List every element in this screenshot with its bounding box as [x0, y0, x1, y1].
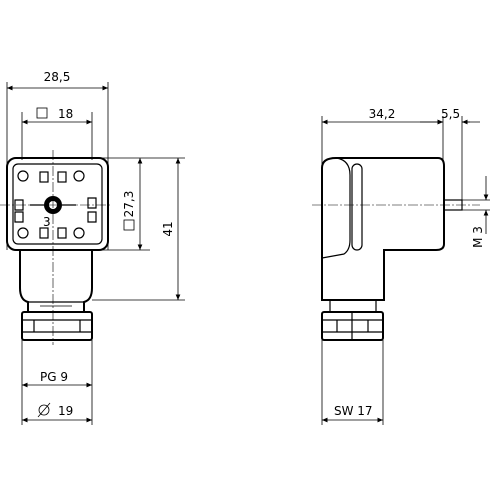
connector-neck	[19, 250, 93, 312]
side-view: 34,2 5,5	[312, 107, 490, 425]
connector-housing	[6, 157, 109, 251]
dim-screw-thread: M 3	[462, 176, 490, 248]
dim-cable-diameter: 19	[22, 402, 92, 423]
side-gland-nut	[321, 311, 384, 341]
square-symbol	[36, 107, 48, 119]
dim-label-square-width: 18	[58, 107, 73, 121]
front-view: 28,5 18 3	[0, 70, 185, 425]
dim-label-cable-diameter: 19	[58, 404, 73, 418]
side-housing-curve	[321, 157, 351, 259]
dim-label-thread: PG 9	[40, 370, 68, 384]
dim-thread: PG 9	[22, 370, 92, 388]
dim-label-screw-projection: 5,5	[441, 107, 460, 121]
dim-square-width: 18	[22, 107, 92, 125]
dim-overall-width: 28,5	[7, 70, 108, 91]
pin-number-label: 3	[43, 215, 51, 229]
dim-label-overall-width: 28,5	[44, 70, 71, 84]
dim-label-screw-thread: M 3	[471, 226, 485, 248]
square-symbol-2	[123, 219, 135, 231]
diameter-symbol	[38, 404, 50, 416]
pin-contacts: 3	[14, 170, 97, 239]
dim-label-square-height: 27,3	[122, 191, 136, 218]
side-label-window	[351, 163, 363, 251]
dim-label-depth: 34,2	[369, 107, 396, 121]
cable-gland-nut	[21, 305, 93, 341]
dim-label-overall-height: 41	[161, 221, 175, 236]
side-housing	[321, 157, 445, 301]
dim-screw-projection: 5,5	[420, 107, 480, 125]
dim-label-wrench-size: SW 17	[334, 404, 373, 418]
connector-inner-frame	[12, 163, 103, 245]
dim-square-height: 27,3	[122, 158, 143, 250]
dim-overall-height: 41	[161, 158, 181, 300]
dim-depth: 34,2	[322, 107, 443, 125]
dim-wrench-size: SW 17	[322, 404, 383, 423]
